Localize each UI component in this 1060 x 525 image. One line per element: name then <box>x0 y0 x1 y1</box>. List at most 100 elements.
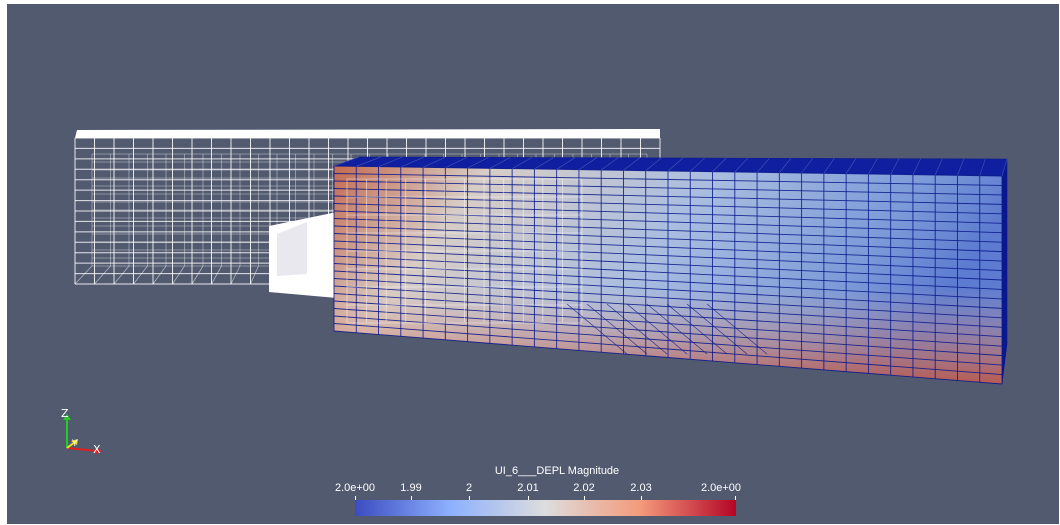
deformed-mesh-edge <box>333 255 1003 290</box>
axis-z-arrow <box>63 414 71 420</box>
deformed-mesh-edge <box>333 300 1003 347</box>
deformed-mesh-edge <box>578 157 597 170</box>
deformed-mesh-edge <box>511 157 532 169</box>
wireframe-edge <box>172 265 185 285</box>
deformed-mesh-edge <box>868 158 878 175</box>
deformed-mesh-edge <box>378 156 403 167</box>
colorbar-tick <box>584 496 585 501</box>
deformed-mesh-edge <box>333 278 1003 319</box>
colorbar-tick-label: 1.99 <box>400 482 422 494</box>
colorbar-gradient <box>355 500 736 516</box>
deformed-mesh-edge <box>712 157 727 172</box>
deformed-mesh-edge <box>422 156 446 168</box>
deformed-mesh-edge <box>333 233 1003 262</box>
deformed-mesh-edge <box>356 156 381 167</box>
deformed-mesh-edge <box>534 157 554 170</box>
deformed-mesh-edge <box>556 157 576 170</box>
deformed-mesh-edge <box>606 303 668 355</box>
deformed-mesh-edge <box>333 225 1003 253</box>
wireframe-edge <box>152 265 167 285</box>
deformed-mesh-edge <box>566 303 628 355</box>
wireframe-edge <box>113 265 130 285</box>
wireframe-edge <box>211 265 222 285</box>
deformed-mesh-edge <box>333 293 1003 338</box>
deformed-mesh-edge <box>333 240 1003 271</box>
wireframe-edge <box>191 265 204 285</box>
wireframe-edge <box>133 265 148 285</box>
deformed-mesh-edge <box>333 248 1003 281</box>
deformed-mesh-edge <box>626 303 688 355</box>
deformed-mesh-edge <box>667 157 684 172</box>
deformed-surface-mesh <box>333 156 1008 385</box>
colorbar-tick-label: 2 <box>465 482 473 494</box>
deformed-mesh-edge <box>779 158 792 173</box>
deformed-mesh-edge <box>734 157 749 173</box>
deformed-mesh-edge <box>979 158 986 176</box>
deformed-mesh-edge <box>645 157 662 171</box>
deformed-mesh-edge <box>333 203 1003 224</box>
deformed-mesh-edge <box>823 158 835 174</box>
deformed-mesh-edge <box>801 158 813 174</box>
deformed-mesh-edge <box>333 330 1003 385</box>
render-viewport[interactable]: Z Y X UI_6___DEPL Magnitude 2.0e+00 1.99… <box>7 4 1059 524</box>
wireframe-dense-region <box>277 222 307 276</box>
deformed-mesh-edge <box>686 303 748 355</box>
colorbar-tick-label: 2.0e+00 <box>700 482 742 494</box>
deformed-mesh-edge <box>333 195 1003 215</box>
deformed-mesh-edge <box>845 158 857 174</box>
wireframe-top-face <box>75 129 660 138</box>
deformed-mesh-edge <box>890 158 900 175</box>
deformed-mesh-edge <box>467 157 489 169</box>
axis-y-line <box>66 441 76 449</box>
deformed-mesh-edge <box>601 157 619 171</box>
axis-y-arrow <box>71 439 78 445</box>
deformed-mesh-edge <box>333 315 1003 366</box>
deformed-mesh-edge <box>333 188 1003 205</box>
wireframe-edge <box>94 265 111 285</box>
deformed-mesh-edge <box>333 285 1003 328</box>
deformed-mesh-edge <box>333 180 1003 196</box>
deformed-mesh-edge <box>333 218 1003 243</box>
axis-x-line <box>66 447 98 452</box>
axis-x-arrow <box>95 447 102 455</box>
colorbar-tick <box>411 496 412 501</box>
deformed-mesh-edge <box>912 158 921 175</box>
deformed-mesh-edge <box>333 263 1003 300</box>
deformed-mesh-edge <box>666 303 728 355</box>
deformed-mesh-edge <box>333 156 360 167</box>
colorbar-tick-label: 2.02 <box>573 482 595 494</box>
deformed-mesh-edge <box>333 308 1003 357</box>
deformed-mesh-edge <box>706 303 768 355</box>
deformed-mesh-edge <box>586 303 648 355</box>
colorbar-tick <box>735 496 736 501</box>
axis-y-label: Y <box>72 439 78 449</box>
deformed-mesh-edge <box>445 157 468 168</box>
deformed-mesh-edge <box>756 158 770 173</box>
axis-z-label: Z <box>61 407 69 420</box>
wireframe-edge <box>74 265 93 285</box>
deformed-mesh-edge <box>489 157 511 169</box>
wireframe-edge <box>230 265 241 285</box>
deformed-mesh-edge <box>333 323 1003 375</box>
deformed-side-face <box>1001 158 1008 385</box>
colorbar-tick <box>469 496 470 501</box>
orientation-axes-widget <box>63 414 102 455</box>
mesh-scene[interactable] <box>7 4 1059 524</box>
colorbar-tick <box>528 496 529 501</box>
deformed-mesh-edge <box>333 270 1003 309</box>
deformed-mesh-edge <box>646 303 708 355</box>
deformed-mesh-edge <box>400 156 424 168</box>
axis-x-label: X <box>93 443 101 456</box>
colorbar-tick-label: 2.01 <box>517 482 539 494</box>
colorbar-tick-label: 2.0e+00 <box>334 482 376 494</box>
deformed-mesh-edge <box>690 157 705 172</box>
deformed-mesh-edge <box>623 157 640 171</box>
colorbar-tick-label: 2.03 <box>630 482 652 494</box>
deformed-mesh-edge <box>957 158 965 176</box>
wireframe-edge <box>250 265 259 285</box>
colorbar-title: UI_6___DEPL Magnitude <box>494 465 620 477</box>
deformed-mesh-edge <box>1001 158 1008 177</box>
colorbar-tick <box>355 496 356 501</box>
deformed-mesh-edge <box>333 173 1003 186</box>
deformed-mesh-edge <box>934 158 943 176</box>
